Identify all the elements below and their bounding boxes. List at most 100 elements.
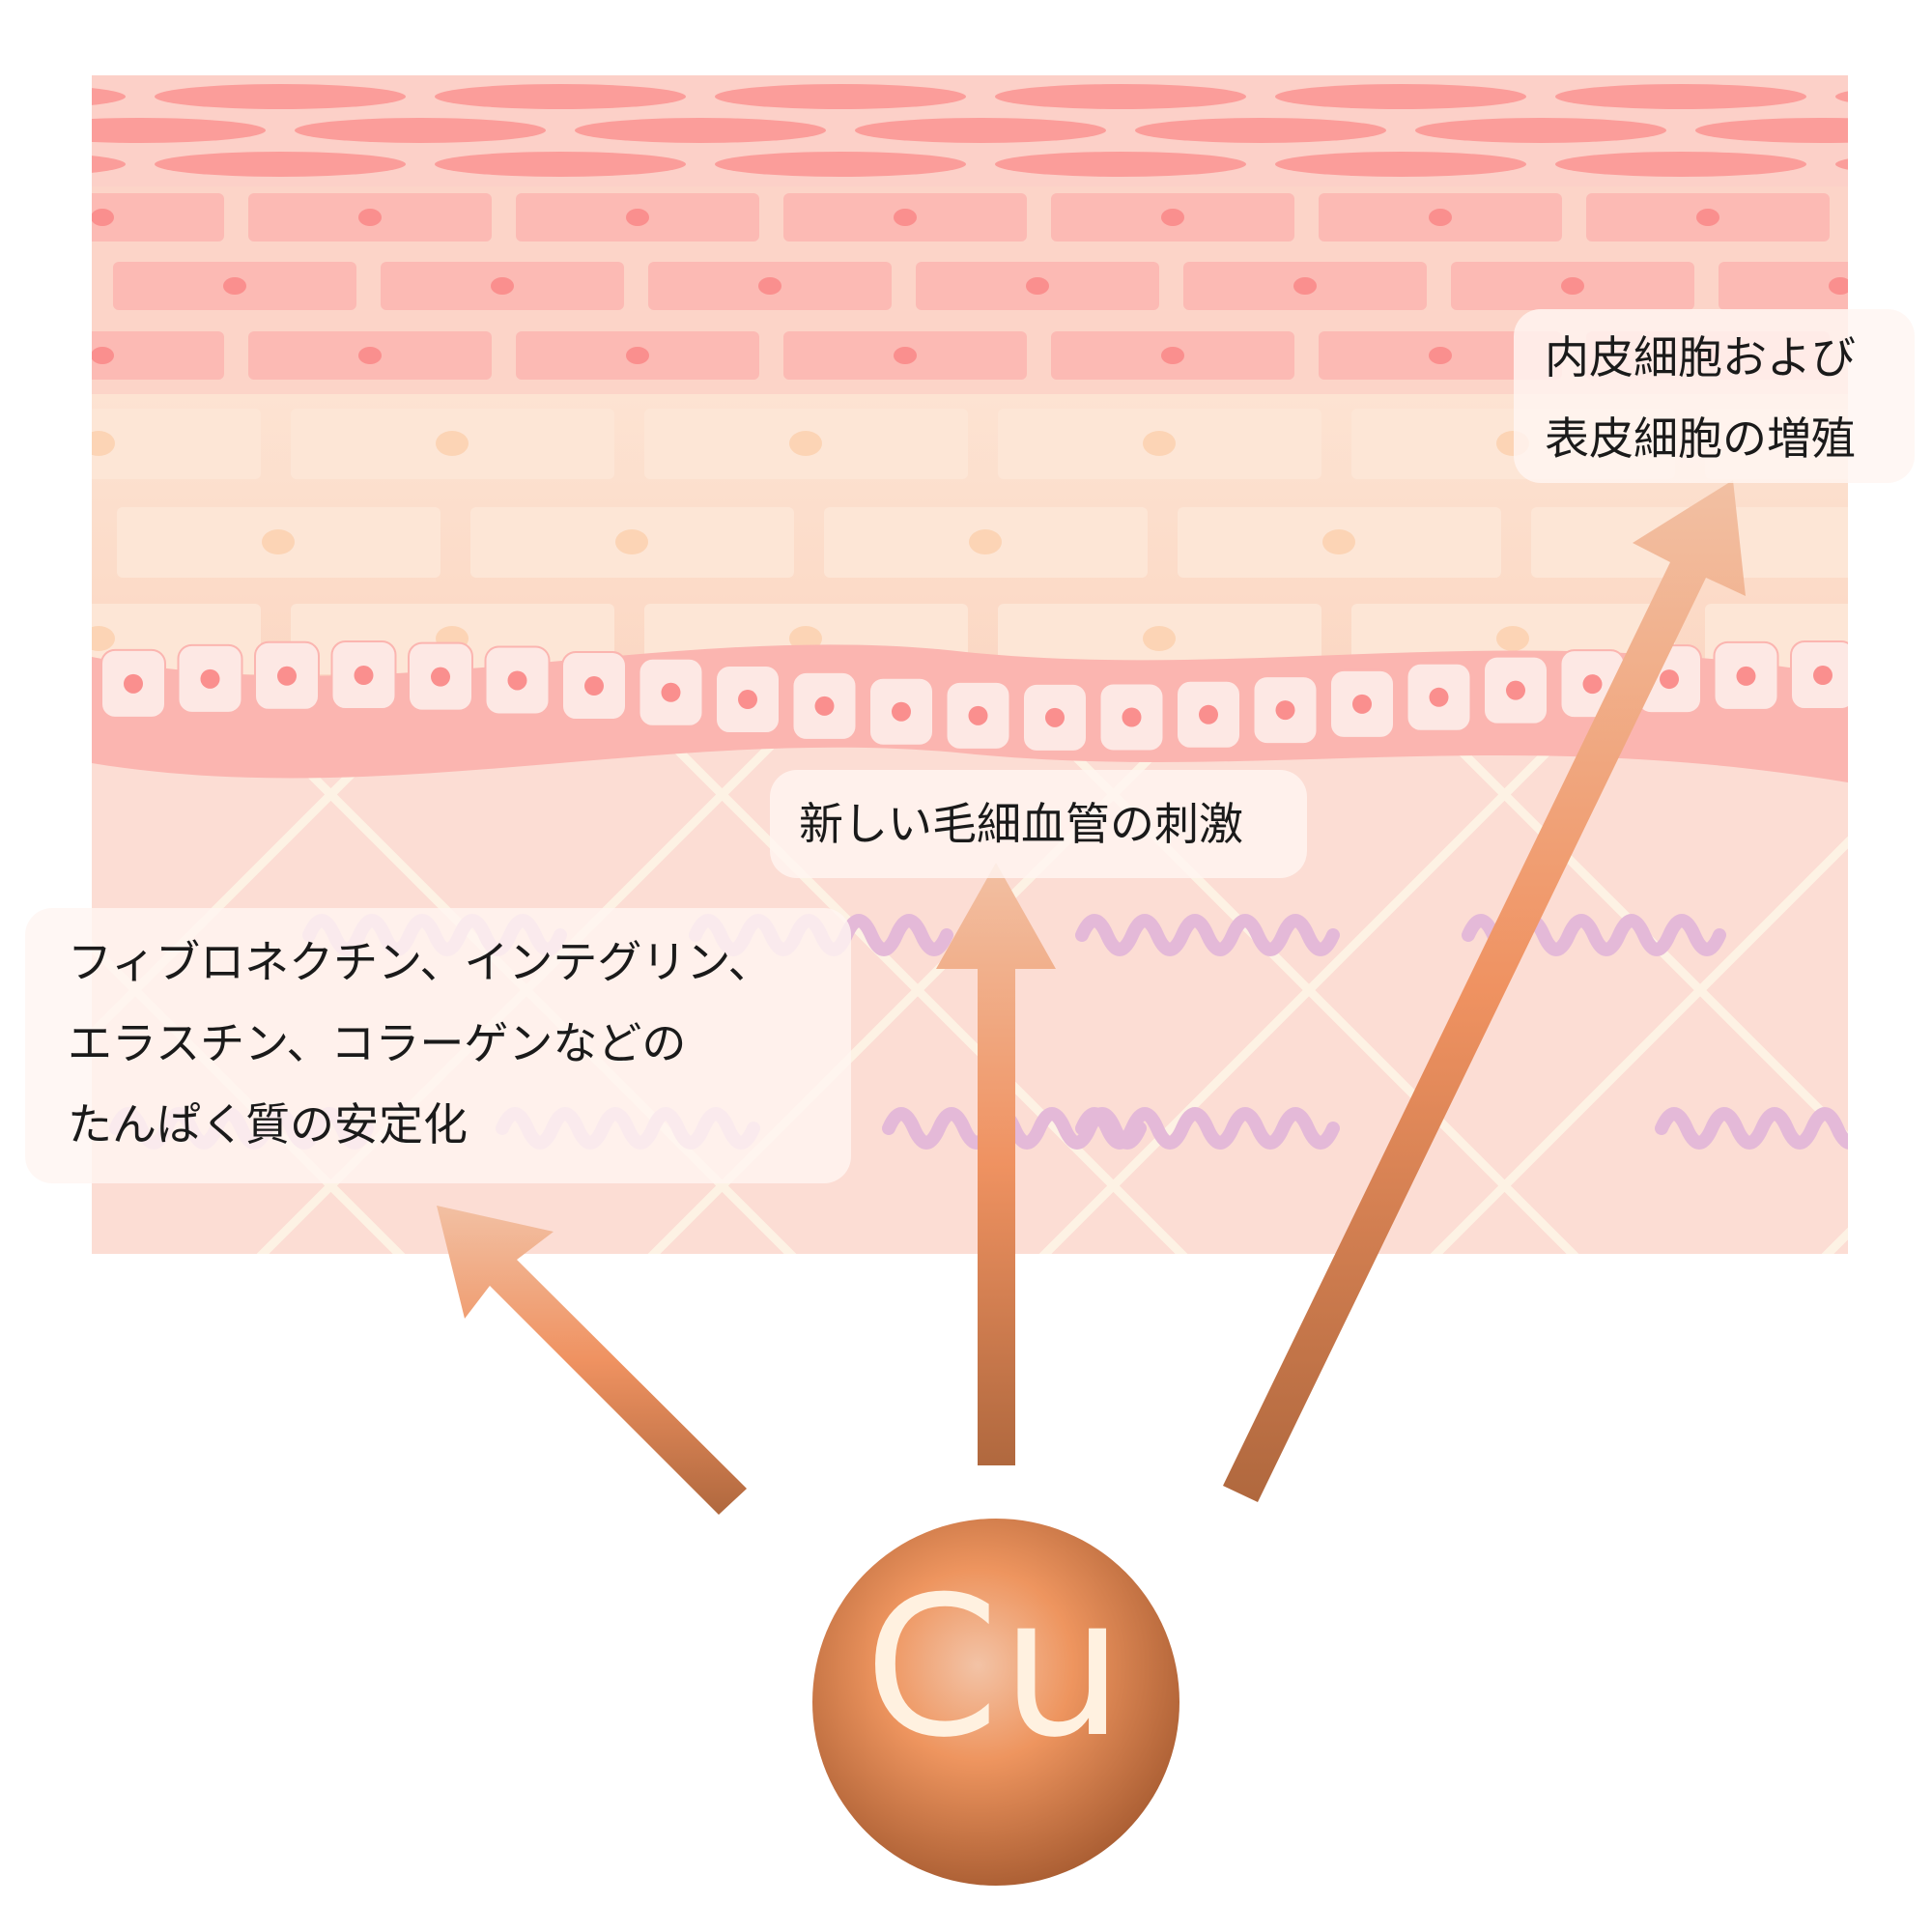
cell-nucleus [92,431,115,456]
epidermis-cell [0,262,89,310]
cell-nucleus [1736,666,1756,686]
muscle-fiber [855,118,1106,143]
muscle-fiber [435,152,686,177]
capillary-label-text: 新しい毛細血管の刺激 [799,798,1243,850]
epidermis-cell [92,193,224,242]
cell-nucleus [200,668,220,689]
cell-nucleus [626,209,649,226]
muscle-fiber [1555,152,1806,177]
capillary-cell [1868,642,1932,710]
cell-nucleus [436,431,469,456]
cells-label: 内皮細胞および 表皮細胞の増殖 [1514,309,1915,483]
cell-nucleus [92,347,114,364]
muscle-fiber [715,152,966,177]
cell-nucleus [92,209,114,226]
muscle-fiber [575,118,826,143]
cell-nucleus [969,529,1002,554]
cell-nucleus [1026,277,1049,295]
cell-nucleus [814,696,835,716]
muscle-fiber [1415,118,1666,143]
cell-nucleus [1293,277,1317,295]
muscle-fiber [155,84,406,109]
capillary-label: 新しい毛細血管の刺激 [770,770,1307,878]
cell-nucleus [758,277,781,295]
cell-nucleus [1813,666,1833,686]
cell-nucleus [1506,680,1525,700]
cell-nucleus [892,701,911,722]
cell-nucleus [1143,431,1176,456]
cell-nucleus [1829,277,1848,295]
proteins-label-line-1: フィブロネクチン、インテグリン、 [68,936,773,988]
muscle-fiber [715,84,966,109]
cell-nucleus [1561,277,1584,295]
cell-nucleus [1890,667,1910,686]
cell-nucleus [507,670,527,691]
cell-nucleus [894,209,917,226]
muscle-fiber [92,118,266,143]
cell-nucleus [1143,626,1176,651]
cell-nucleus [1429,347,1452,364]
cell-nucleus [1322,529,1355,554]
cell-nucleus [1582,674,1603,695]
cell-nucleus [431,667,450,687]
elastin-fiber [1655,1107,1848,1150]
dermis-cell [0,507,87,578]
cell-nucleus [1429,687,1449,707]
cell-nucleus [262,529,295,554]
arrow-to-cells [1223,480,1746,1502]
cell-nucleus [354,666,374,686]
cell-nucleus [92,626,115,651]
proteins-label-line-2: エラスチン、コラーゲンなどの [68,1017,687,1069]
copper-sphere [812,1519,1179,1886]
muscle-fiber [155,152,406,177]
cell-nucleus [1850,626,1883,651]
cell-nucleus [738,690,757,710]
arrow-to-proteins [437,1206,747,1515]
proteins-label-line-3: たんぱく質の安定化 [68,1098,468,1151]
epidermis-cell [1854,193,1932,242]
muscle-fiber [1695,118,1848,143]
cell-nucleus [894,347,917,364]
cell-nucleus [1660,669,1679,690]
cell-nucleus [124,673,143,694]
cell-nucleus [358,347,382,364]
cell-nucleus [1045,707,1065,727]
muscle-fiber [92,156,126,173]
elastin-fiber [1075,914,1340,956]
cells-label-line-2: 表皮細胞の増殖 [1545,412,1856,465]
lattice-line [1430,836,1848,1254]
epidermis-cells [0,193,1932,380]
cell-nucleus [223,277,246,295]
dermis-cell [1885,507,1932,578]
cell-nucleus [1352,694,1372,714]
cell-nucleus [358,209,382,226]
copper-symbol: Cu [864,1555,1126,1780]
muscle-fiber [435,84,686,109]
cell-nucleus [1161,209,1184,226]
muscle-fiber [995,84,1246,109]
muscle-fiber [92,88,126,105]
epidermis-cell [92,331,224,380]
epidermis-cell [1719,262,1848,310]
cell-nucleus [615,529,648,554]
muscle-fiber [1135,118,1386,143]
cell-nucleus [661,682,681,702]
muscle-fiber [1835,91,1848,102]
proteins-label: フィブロネクチン、インテグリン、 エラスチン、コラーゲンなどの たんぱく質の安定… [25,908,851,1183]
cell-nucleus [1199,704,1218,724]
muscle-fiber [1555,84,1806,109]
cell-nucleus [1429,209,1452,226]
cell-nucleus [584,676,604,696]
muscle-fiber [1275,84,1526,109]
cell-nucleus [1696,209,1719,226]
cells-label-line-1: 内皮細胞および [1545,331,1856,384]
muscle-fiber [1275,152,1526,177]
muscle-fibers [92,84,1848,177]
cell-nucleus [1161,347,1184,364]
dermis-cell [92,409,261,479]
cell-nucleus [626,347,649,364]
cell-nucleus [968,705,988,725]
muscle-fiber [1835,158,1848,170]
muscle-fiber [995,152,1246,177]
lattice-line [1038,672,1627,1254]
